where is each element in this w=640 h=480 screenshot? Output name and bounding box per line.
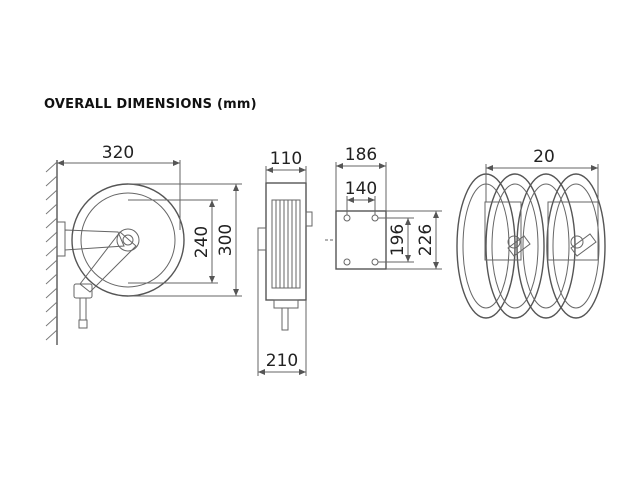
hose-nozzle-tip (78, 319, 88, 329)
dim-label-20: 20 (533, 147, 555, 167)
wall-hatching (45, 160, 58, 345)
mounting-plate (335, 210, 387, 270)
plate-hole-br (371, 258, 379, 266)
dim-label-240: 240 (192, 226, 212, 258)
plate-hole-tl (343, 214, 351, 222)
front-view: 110 210 (257, 149, 313, 376)
hose-nozzle (79, 297, 87, 321)
plate-hole-tr (371, 214, 379, 222)
mounting-plate-view: 186 140 196 226 (325, 145, 442, 270)
multi-reel-view: 20 (456, 147, 606, 319)
guide-arm (79, 231, 137, 293)
reel-axle (122, 234, 134, 246)
front-side-fitting (257, 227, 267, 251)
dim-label-320: 320 (102, 143, 134, 163)
dim-label-140: 140 (345, 179, 377, 199)
dim-label-300: 300 (216, 224, 236, 256)
mounting-arm (64, 229, 125, 251)
wall-bracket (56, 221, 66, 257)
multi-guide-right (570, 233, 597, 257)
dim-label-226: 226 (416, 224, 436, 256)
multi-bracket-left (484, 201, 522, 261)
multi-reel-4 (546, 173, 606, 319)
dim-label-196: 196 (388, 224, 408, 256)
front-nozzle (281, 307, 289, 331)
reel-drum-outer (71, 183, 185, 297)
front-outlet (273, 299, 299, 309)
dim-label-110: 110 (270, 149, 302, 169)
dim-label-210: 210 (266, 351, 298, 371)
multi-reel-3 (516, 173, 576, 319)
page-title: OVERALL DIMENSIONS (mm) (44, 97, 257, 112)
multi-guide-left (507, 235, 531, 257)
reel-hub (116, 228, 140, 252)
front-drum (271, 199, 301, 289)
plate-hole-bl (343, 258, 351, 266)
multi-reel-2 (485, 173, 545, 319)
multi-bracket-right (547, 201, 599, 261)
reel-drum-inner (80, 192, 176, 288)
dim-label-186: 186 (345, 145, 377, 165)
front-right-knob (305, 211, 313, 227)
side-view: 320 240 300 (45, 143, 242, 345)
